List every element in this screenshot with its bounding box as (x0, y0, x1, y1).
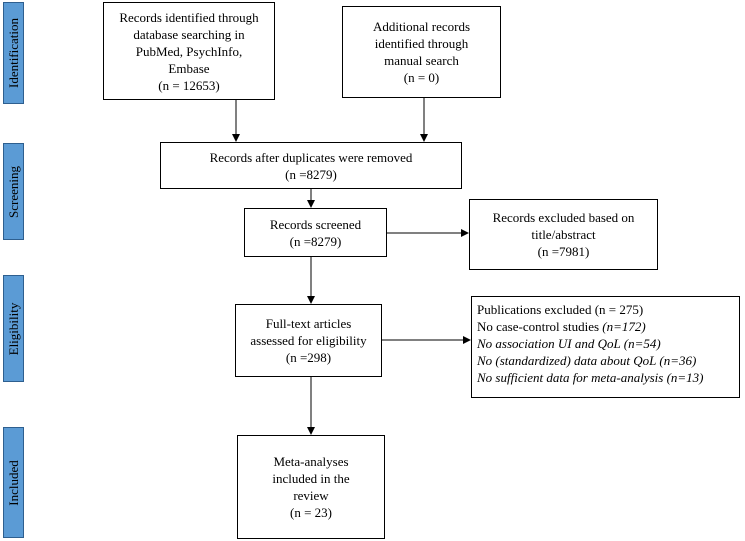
included-line-2: included in the (272, 471, 350, 486)
database-search-line-3: PubMed, PsychInfo, (135, 43, 243, 59)
excluded-title-abstract-line-2: title/abstract (531, 227, 596, 242)
exclusion-reason-association: No association UI and QoL (n=54) (477, 336, 661, 351)
database-search-line-5: (n = 12653) (158, 77, 220, 93)
records-screened-line-2: (n =8279) (289, 233, 342, 249)
exclusion-reason-standardized-data: No (standardized) data about QoL (n=36) (477, 353, 697, 368)
box-publications-excluded: Publications excluded (n = 275) No case-… (471, 296, 740, 398)
exclusion-reason-case-control-count: (n=172) (602, 319, 646, 334)
manual-search-line-3: manual search (384, 53, 459, 68)
duplicates-removed-line-1: Records after duplicates were removed (209, 149, 413, 165)
phase-screening: Screening (3, 143, 24, 240)
included-line-3: review (293, 488, 329, 503)
full-text-line-2: assessed for eligibility (250, 333, 367, 348)
box-included-meta-analyses: Meta-analyses included in the review (n … (237, 435, 385, 539)
included-line-1: Meta-analyses (273, 454, 349, 469)
box-manual-search: Additional records identified through ma… (342, 6, 501, 98)
exclusion-reason-meta-analysis-data: No sufficient data for meta-analysis (n=… (477, 370, 704, 385)
box-database-search: Records identified through database sear… (103, 2, 275, 100)
manual-search-line-4: (n = 0) (403, 70, 440, 85)
exclusion-reason-case-control: No case-control studies (n=172) (477, 318, 739, 335)
box-records-screened: Records screened (n =8279) (244, 208, 387, 257)
full-text-line-1: Full-text articles (265, 316, 352, 331)
manual-search-line-2: identified through (374, 36, 469, 51)
database-search-line-1: Records identified through (119, 9, 259, 25)
database-search-line-2: database searching in (133, 26, 245, 42)
full-text-line-3: (n =298) (285, 350, 332, 365)
phase-included: Included (3, 427, 24, 538)
publications-excluded-header: Publications excluded (n = 275) (477, 302, 644, 317)
included-line-4: (n = 23) (290, 505, 332, 520)
excluded-title-abstract-line-1: Records excluded based on (492, 210, 635, 225)
box-excluded-title-abstract: Records excluded based on title/abstract… (469, 199, 658, 270)
exclusion-reason-case-control-text: No case-control studies (477, 319, 603, 334)
excluded-title-abstract-line-3: (n =7981) (537, 244, 590, 259)
duplicates-removed-line-2: (n =8279) (285, 166, 337, 182)
box-full-text-assessed: Full-text articles assessed for eligibil… (235, 304, 382, 377)
box-duplicates-removed: Records after duplicates were removed (n… (160, 142, 462, 189)
database-search-line-4: Embase (168, 60, 210, 76)
manual-search-line-1: Additional records (372, 19, 471, 34)
records-screened-line-1: Records screened (269, 216, 362, 232)
phase-identification: Identification (3, 2, 24, 104)
phase-eligibility: Eligibility (3, 275, 24, 382)
